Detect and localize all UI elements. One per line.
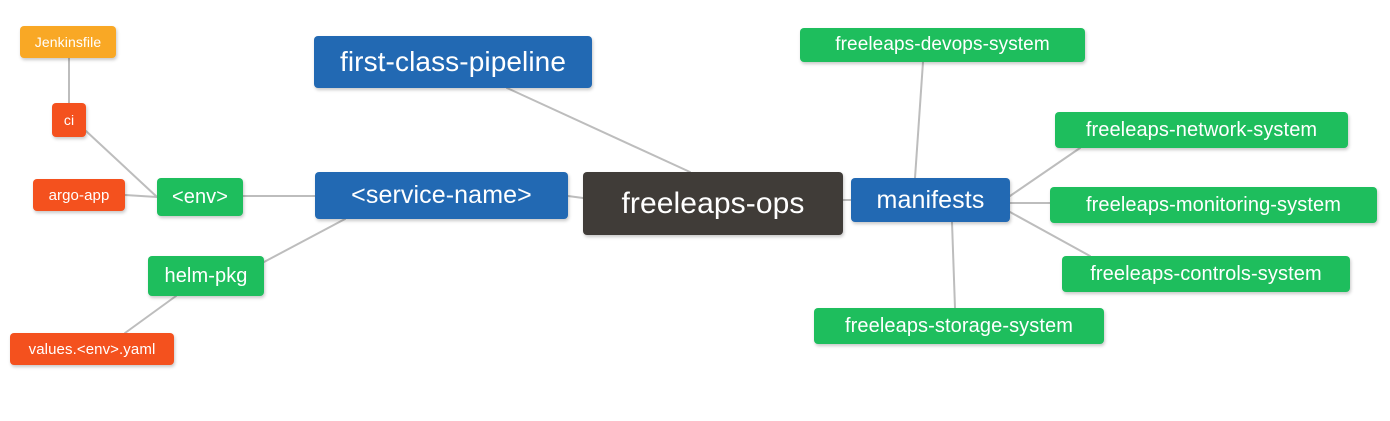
edge-values-env-yaml-to-helm-pkg <box>124 295 177 334</box>
node-label-freeleaps-storage-system: freeleaps-storage-system <box>844 314 1074 337</box>
node-freeleaps-ops[interactable]: freeleaps-ops <box>583 172 843 235</box>
node-first-class-pipeline[interactable]: first-class-pipeline <box>314 36 592 88</box>
node-argo-app[interactable]: argo-app <box>33 179 125 211</box>
node-label-argo-app: argo-app <box>48 186 110 204</box>
edge-helm-pkg-to-service-name <box>263 218 346 263</box>
edge-argo-app-to-env <box>124 194 158 198</box>
node-label-first-class-pipeline: first-class-pipeline <box>339 46 567 77</box>
edge-service-name-to-freeleaps-ops <box>567 195 584 199</box>
node-service-name[interactable]: <service-name> <box>315 172 568 219</box>
node-label-freeleaps-monitoring-system: freeleaps-monitoring-system <box>1085 193 1341 216</box>
node-label-freeleaps-ops: freeleaps-ops <box>621 186 805 220</box>
edge-manifests-to-freeleaps-devops-system <box>914 61 924 179</box>
node-jenkinsfile[interactable]: Jenkinsfile <box>20 26 116 58</box>
node-label-manifests: manifests <box>876 185 985 214</box>
node-freeleaps-network-system[interactable]: freeleaps-network-system <box>1055 112 1348 148</box>
node-manifests[interactable]: manifests <box>851 178 1010 222</box>
node-env[interactable]: <env> <box>157 178 243 216</box>
node-freeleaps-monitoring-system[interactable]: freeleaps-monitoring-system <box>1050 187 1377 223</box>
node-label-jenkinsfile: Jenkinsfile <box>34 34 102 50</box>
node-label-service-name: <service-name> <box>351 181 532 209</box>
edge-first-class-pipeline-to-freeleaps-ops <box>506 87 691 173</box>
node-label-freeleaps-devops-system: freeleaps-devops-system <box>835 34 1050 55</box>
node-label-values-env-yaml: values.<env>.yaml <box>28 340 156 358</box>
node-values-env-yaml[interactable]: values.<env>.yaml <box>10 333 174 365</box>
node-label-freeleaps-network-system: freeleaps-network-system <box>1085 118 1318 141</box>
node-ci[interactable]: ci <box>52 103 86 137</box>
node-label-freeleaps-controls-system: freeleaps-controls-system <box>1090 262 1322 285</box>
node-freeleaps-controls-system[interactable]: freeleaps-controls-system <box>1062 256 1350 292</box>
node-freeleaps-storage-system[interactable]: freeleaps-storage-system <box>814 308 1104 344</box>
node-label-ci: ci <box>63 112 75 128</box>
node-freeleaps-devops-system[interactable]: freeleaps-devops-system <box>800 28 1085 62</box>
node-label-helm-pkg: helm-pkg <box>164 264 248 287</box>
edge-manifests-to-freeleaps-storage-system <box>951 221 956 309</box>
node-helm-pkg[interactable]: helm-pkg <box>148 256 264 296</box>
node-label-env: <env> <box>171 185 229 208</box>
